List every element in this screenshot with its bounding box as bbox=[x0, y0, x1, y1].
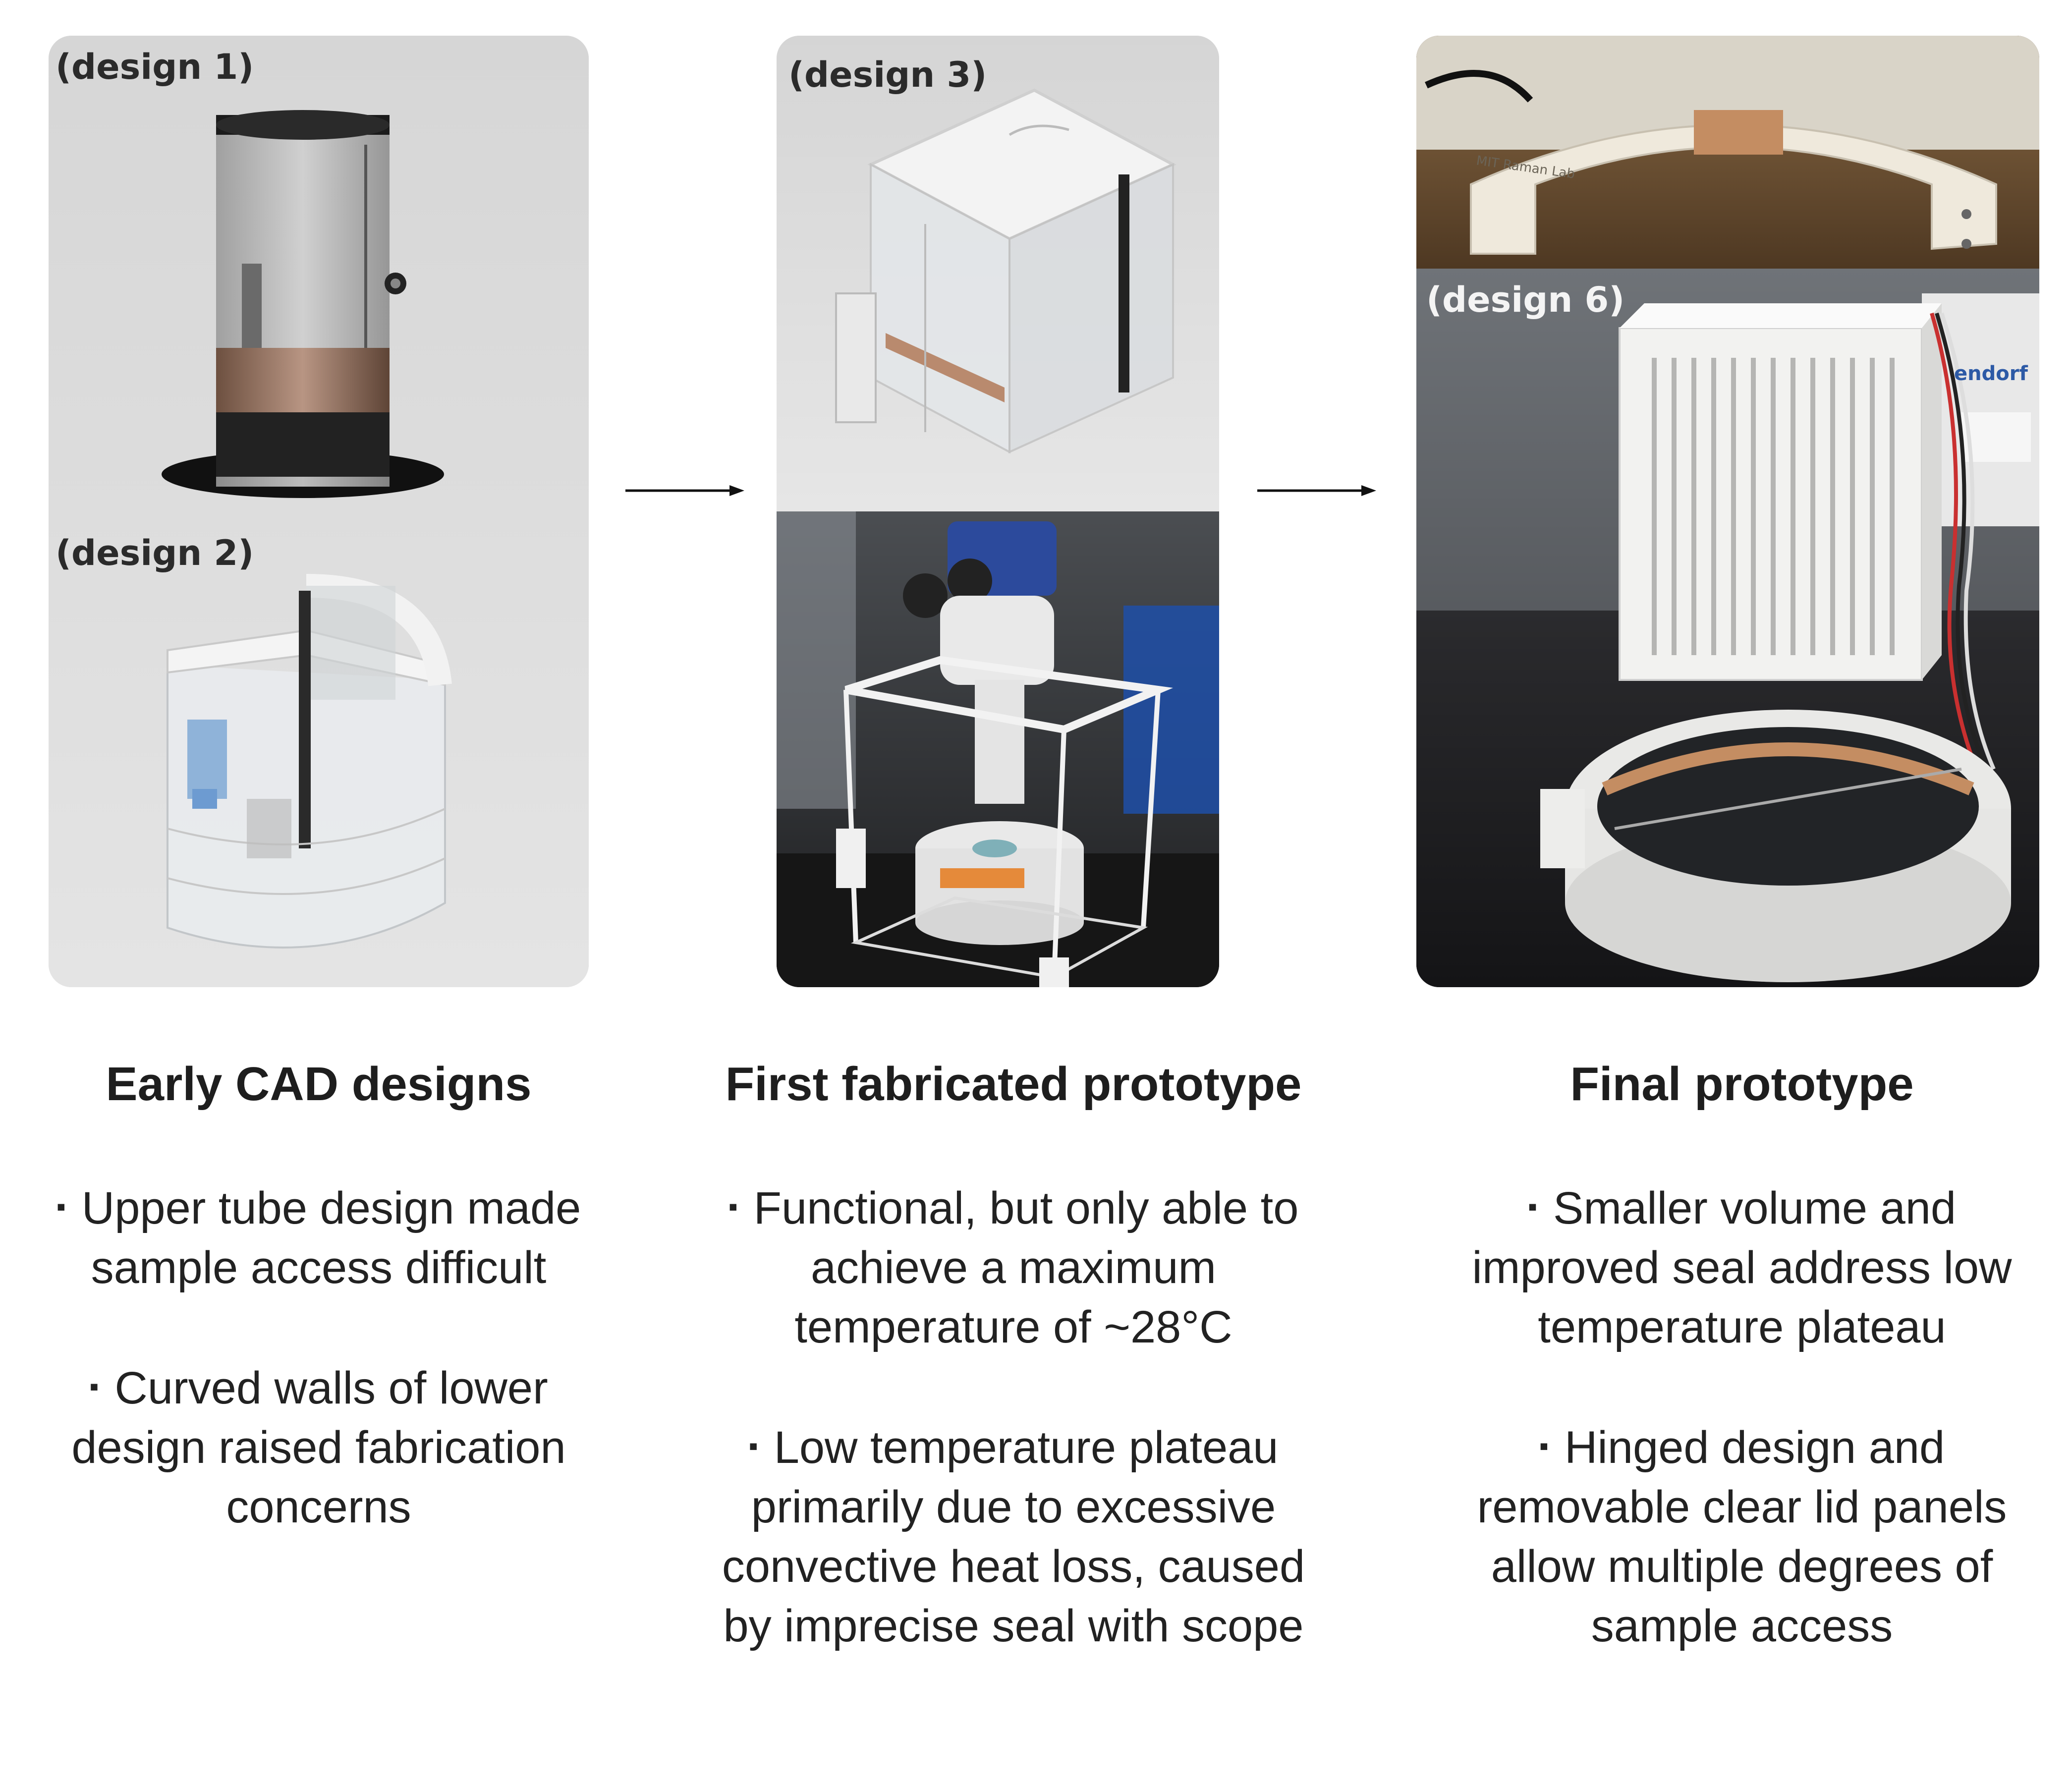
column-title: Early CAD designs bbox=[106, 1058, 532, 1111]
bullet-icon: ▪ bbox=[1539, 1431, 1549, 1461]
list-item: ▪Low temperature plateau primarily due t… bbox=[722, 1422, 1305, 1652]
arrow-right-icon bbox=[625, 485, 744, 496]
early-cad-panel: (design 1) (design 2) bbox=[49, 36, 589, 987]
bullet-icon: ▪ bbox=[748, 1431, 758, 1461]
column-title: Final prototype bbox=[1570, 1058, 1914, 1111]
list-item: ▪Smaller volume and improved seal addres… bbox=[1472, 1183, 2012, 1353]
column-final-prototype: Final prototype ▪Smaller volume and impr… bbox=[1437, 1056, 2047, 1715]
design-3-illustration bbox=[777, 36, 1219, 987]
prototype-photo bbox=[777, 511, 1219, 987]
bullet-list: ▪Functional, but only able to achieve a … bbox=[699, 1177, 1328, 1656]
first-prototype-panel: (design 3) bbox=[777, 36, 1219, 987]
design-2-label: (design 2) bbox=[56, 533, 254, 573]
design-2-enclosure bbox=[167, 574, 452, 949]
column-first-prototype: First fabricated prototype ▪Functional, … bbox=[699, 1056, 1328, 1715]
arrow-right-icon bbox=[1257, 485, 1376, 496]
final-prototype-panel: MIT Raman Lab bbox=[1416, 36, 2039, 987]
early-cad-illustration bbox=[49, 36, 589, 987]
list-item: ▪Curved walls of lower design raised fab… bbox=[71, 1363, 566, 1533]
bullet-icon: ▪ bbox=[89, 1372, 99, 1402]
design-1-label: (design 1) bbox=[56, 47, 254, 87]
design-3-enclosure bbox=[835, 88, 1176, 454]
bullet-icon: ▪ bbox=[56, 1192, 66, 1222]
bullet-list: ▪Smaller volume and improved seal addres… bbox=[1437, 1177, 2047, 1656]
column-title: First fabricated prototype bbox=[725, 1058, 1302, 1111]
list-item: ▪Hinged design and removable clear lid p… bbox=[1477, 1422, 2007, 1652]
design-6-photo bbox=[1416, 269, 2039, 987]
column-early-cad: Early CAD designs ▪Upper tube design mad… bbox=[49, 1056, 589, 1596]
design-1-tube bbox=[162, 110, 444, 498]
design-3-label: (design 3) bbox=[788, 55, 987, 95]
final-prototype-photos: MIT Raman Lab bbox=[1416, 36, 2039, 987]
design-6-label: (design 6) bbox=[1426, 280, 1625, 320]
bullet-icon: ▪ bbox=[728, 1192, 738, 1222]
bullet-list: ▪Upper tube design made sample access di… bbox=[49, 1177, 589, 1537]
brand-label-text: endorf bbox=[1954, 362, 2028, 385]
list-item: ▪Functional, but only able to achieve a … bbox=[728, 1183, 1299, 1353]
list-item: ▪Upper tube design made sample access di… bbox=[56, 1183, 581, 1293]
hinge-photo bbox=[1416, 36, 2039, 269]
bullet-icon: ▪ bbox=[1527, 1192, 1538, 1222]
